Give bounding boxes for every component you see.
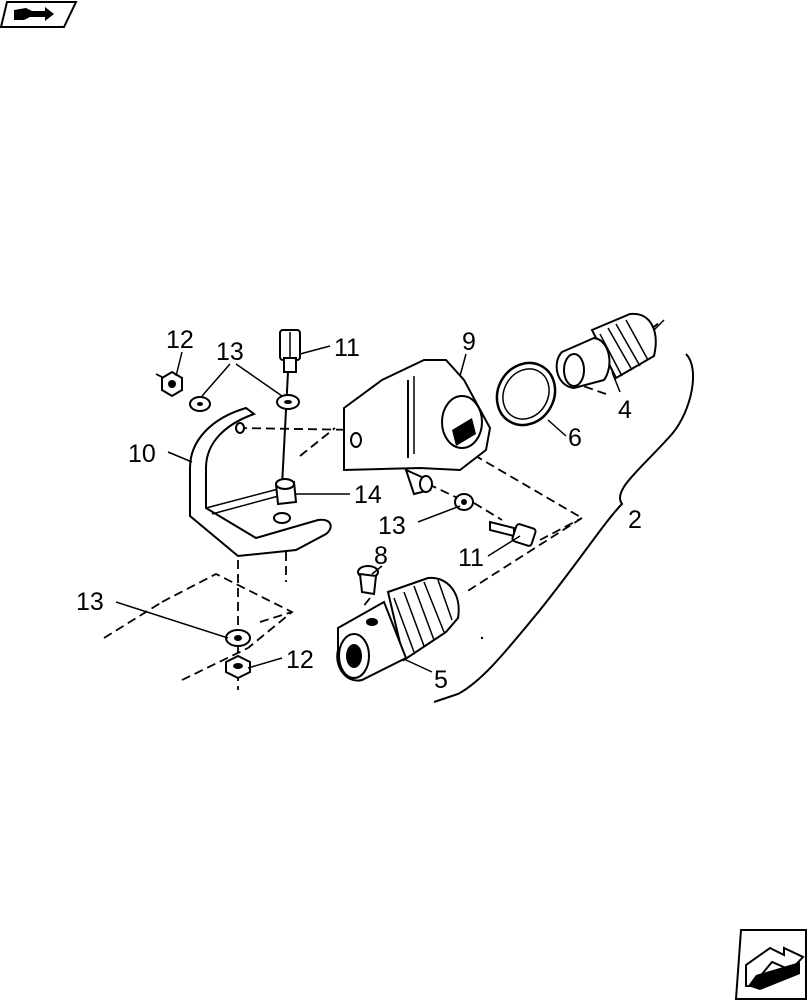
next-page-icon[interactable] xyxy=(734,929,807,1000)
connector-4 xyxy=(555,312,665,390)
callout-12-bottom: 12 xyxy=(286,646,314,674)
callout-13-bottom: 13 xyxy=(76,588,104,616)
callout-5: 5 xyxy=(434,666,448,694)
previous-page-icon[interactable] xyxy=(0,1,78,28)
callout-2: 2 xyxy=(628,506,642,534)
o-ring-6 xyxy=(495,361,557,427)
callout-13-top: 13 xyxy=(216,338,244,366)
callout-labels: 12 13 11 9 4 6 10 14 13 2 11 8 13 12 5 xyxy=(76,326,642,694)
bolt-11-top xyxy=(279,329,301,487)
callout-11-top: 11 xyxy=(334,334,360,362)
callout-8: 8 xyxy=(374,542,388,570)
callout-12-top: 12 xyxy=(166,326,194,354)
nuts-12 xyxy=(161,370,251,680)
stray-dot xyxy=(480,636,484,640)
callout-10: 10 xyxy=(128,440,156,468)
bolt-11-right xyxy=(489,520,537,547)
callout-11-right: 11 xyxy=(458,544,484,572)
screw-8 xyxy=(357,565,379,596)
mounting-base-dashed xyxy=(103,572,294,681)
connector-5 xyxy=(336,576,460,682)
bracket-10 xyxy=(189,406,332,558)
washers-13 xyxy=(189,394,474,647)
assembly-bracket-2 xyxy=(433,353,694,703)
callout-14: 14 xyxy=(354,481,382,509)
callout-13-mid: 13 xyxy=(378,512,406,540)
callout-9: 9 xyxy=(462,328,476,356)
callout-6: 6 xyxy=(568,424,582,452)
leader-lines xyxy=(115,345,621,673)
spacer-14 xyxy=(274,468,433,506)
bracket-9 xyxy=(343,359,492,472)
callout-4: 4 xyxy=(618,396,632,424)
